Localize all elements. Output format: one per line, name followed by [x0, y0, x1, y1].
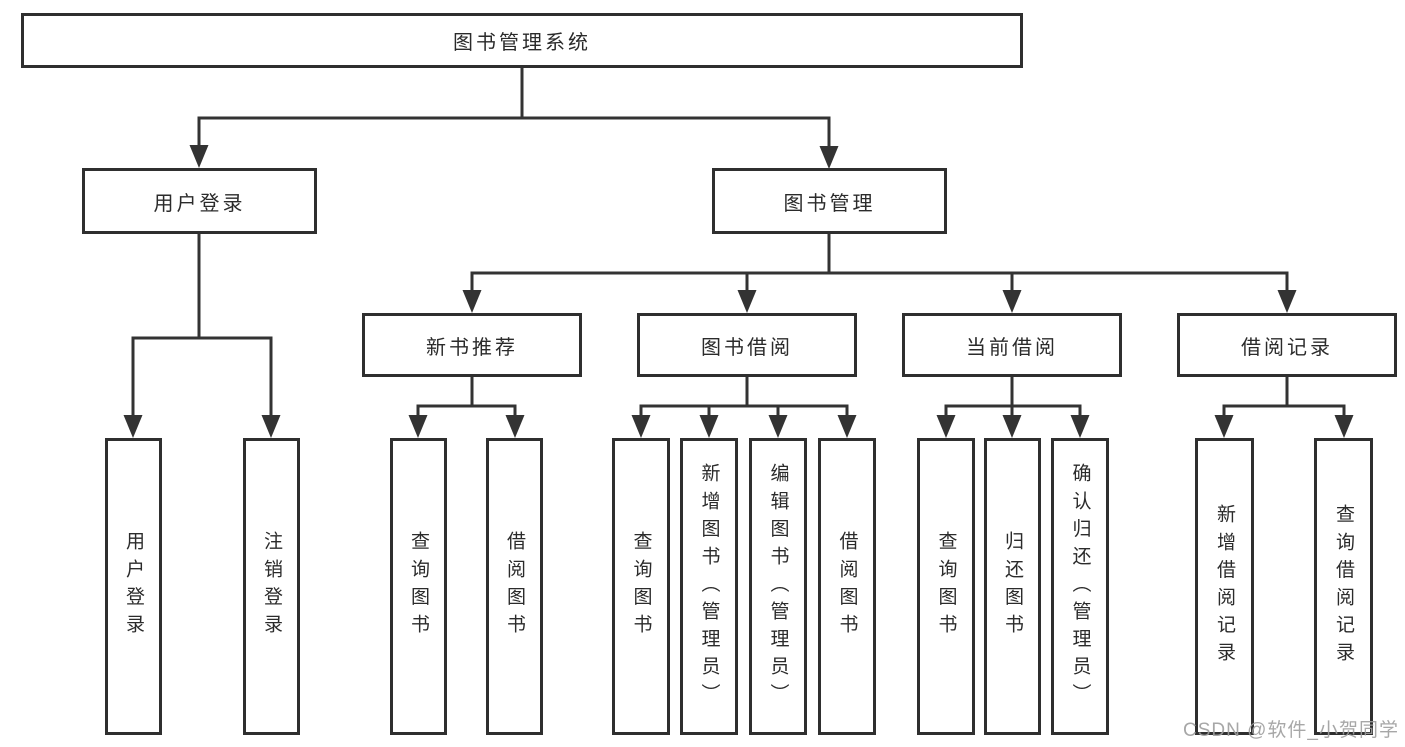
leaf-br-add-borrow-record: 新增借阅记录	[1195, 438, 1254, 735]
connector-book-borrowing-children	[631, 377, 857, 438]
node-book-borrowing: 图书借阅	[637, 313, 857, 377]
node-borrow-records: 借阅记录	[1177, 313, 1397, 377]
connector-root-to-level2	[189, 68, 839, 169]
leaf-bb-edit-books-admin: 编辑图书（管理员）	[749, 438, 807, 735]
leaf-nbr-query-books: 查询图书	[390, 438, 447, 735]
node-new-book-recommend: 新书推荐	[362, 313, 582, 377]
leaf-bb-borrow-books: 借阅图书	[818, 438, 876, 735]
node-current-borrowing: 当前借阅	[902, 313, 1122, 377]
leaf-nbr-borrow-books: 借阅图书	[486, 438, 543, 735]
leaf-logout-login: 注销登录	[243, 438, 300, 735]
connector-borrow-records-children	[1214, 377, 1354, 438]
leaf-cb-query-books: 查询图书	[917, 438, 975, 735]
leaf-user-login: 用户登录	[105, 438, 162, 735]
node-book-management: 图书管理	[712, 168, 947, 234]
leaf-br-query-borrow-record: 查询借阅记录	[1314, 438, 1373, 735]
connector-book-management-to-level3	[462, 234, 1297, 313]
connector-new-book-recommend-children	[408, 377, 525, 438]
node-library-management-system: 图书管理系统	[21, 13, 1023, 68]
leaf-cb-return-books: 归还图书	[984, 438, 1041, 735]
leaf-bb-query-books: 查询图书	[612, 438, 670, 735]
leaf-cb-confirm-return-admin: 确认归还（管理员）	[1051, 438, 1109, 735]
node-user-login: 用户登录	[82, 168, 317, 234]
watermark: CSDN @软件_小贺同学	[1183, 720, 1399, 741]
connector-current-borrowing-children	[936, 377, 1090, 438]
leaf-bb-add-books-admin: 新增图书（管理员）	[680, 438, 738, 735]
connector-user-login-children	[123, 233, 281, 438]
